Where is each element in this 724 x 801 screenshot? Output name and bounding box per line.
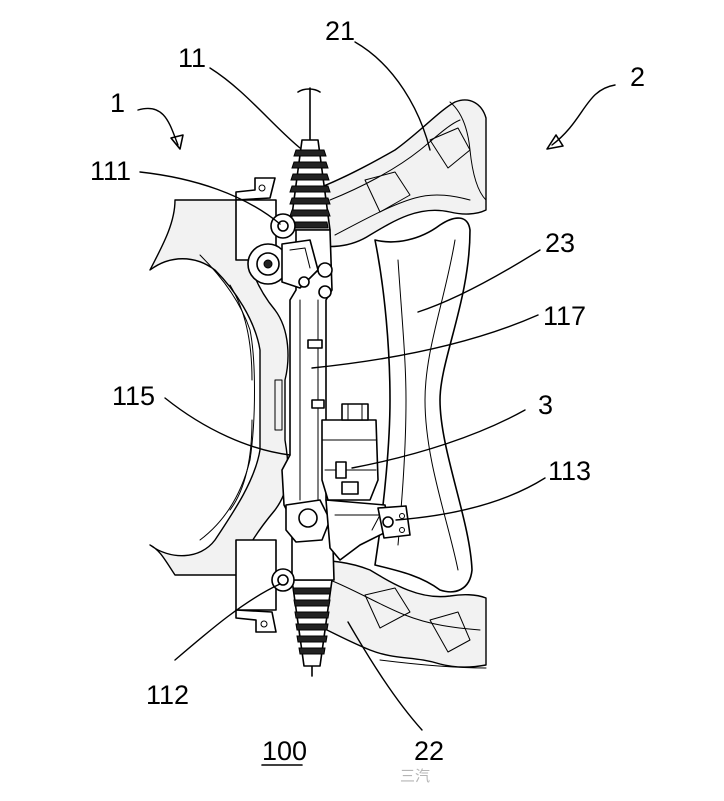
mounting-bracket-113-bolt [382,516,394,528]
upper-corner-flange [449,101,487,201]
leader-23 [417,249,541,313]
lower-mounting-bracket [235,609,277,633]
label-22: 22 [414,736,444,766]
lower-cross-member-pocket [364,587,411,629]
side-rail-outer-edge [424,239,459,571]
watermark: 三汽 [400,768,430,785]
label-2: 2 [630,62,645,92]
upper-bracket-hole [258,184,266,192]
lower-cross-member-pocket-2 [429,611,471,653]
steering-gear-assembly [247,87,411,677]
mounting-bracket-113-hole-2 [399,527,405,533]
upper-tie-rod-end [297,88,321,93]
leader-112 [174,583,281,661]
label-3: 3 [538,390,553,420]
rack-housing-tube [274,379,283,431]
lower-cross-member [304,559,487,668]
label-112: 112 [146,680,189,710]
upper-bellows [289,139,331,231]
upper-mount-bolt [277,220,289,232]
left-frame-rib-3 [229,419,253,511]
lower-edge-line [379,659,487,669]
control-unit [321,403,379,501]
label-115: 115 [112,381,155,411]
rack-housing-clip-upper [307,339,323,349]
upper-cross-member-pocket [364,171,411,213]
leader-3 [351,409,526,469]
leader-113 [395,477,546,521]
leader-21 [354,41,431,151]
upper-cross-member-rib [329,119,461,201]
upper-cross-member-rib-2 [334,194,471,236]
side-rail [374,217,473,593]
leader-111 [139,171,281,225]
lower-pinion-cap [298,508,318,528]
leader-117 [311,314,539,369]
label-113: 113 [548,456,591,486]
lower-mount-bushing [271,568,295,592]
label-117: 117 [543,301,586,331]
pinion-motor-unit [247,239,333,299]
upper-mounting-bracket [235,177,276,201]
arrow-1-head [170,134,184,150]
label-111: 111 [90,156,131,186]
arrow-2-head [546,134,564,150]
lower-mount-bolt [277,574,289,586]
label-23: 23 [545,228,575,258]
left-frame-rib-2 [229,284,253,381]
leader-22 [347,621,423,731]
lower-bracket-hole [260,620,268,628]
side-rail-inner-edge [397,259,407,546]
lower-bellows [291,579,333,667]
left-frame-rib [199,254,255,541]
label-1: 1 [110,88,125,118]
rack-housing-clip-lower [311,399,325,409]
lower-bracket-plate [235,539,277,611]
label-21: 21 [325,16,355,46]
leader-115 [164,397,291,456]
upper-cross-member [299,99,487,248]
upper-mount-bushing [270,213,296,239]
subframe-assembly [149,99,487,669]
label-100: 100 [262,736,307,766]
leader-11 [209,67,301,149]
arrow-1 [137,107,179,146]
label-11: 11 [178,43,206,73]
mounting-bracket-113-hole [399,513,405,519]
lower-pinion-housing [285,499,331,543]
arrow-2 [551,84,616,146]
